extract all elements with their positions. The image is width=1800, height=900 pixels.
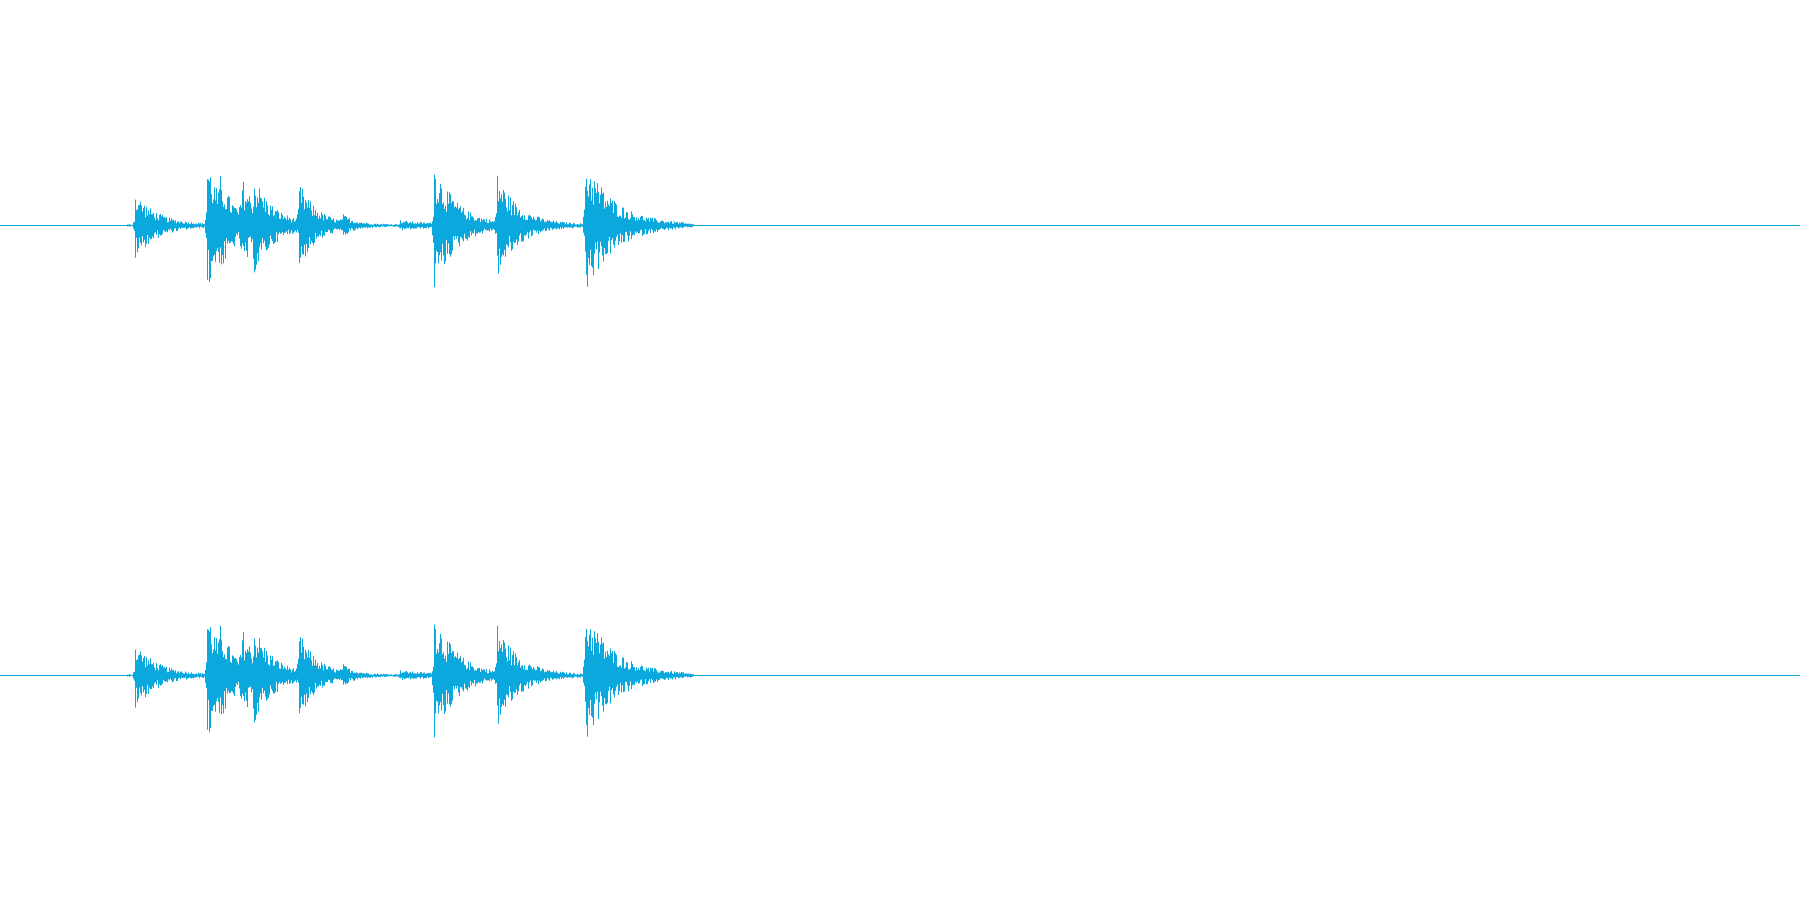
waveform-channel-2 <box>0 624 1800 738</box>
channel-2-waveform <box>0 624 694 738</box>
waveform-channel-1 <box>0 174 1800 288</box>
channel-1-waveform <box>0 174 694 288</box>
